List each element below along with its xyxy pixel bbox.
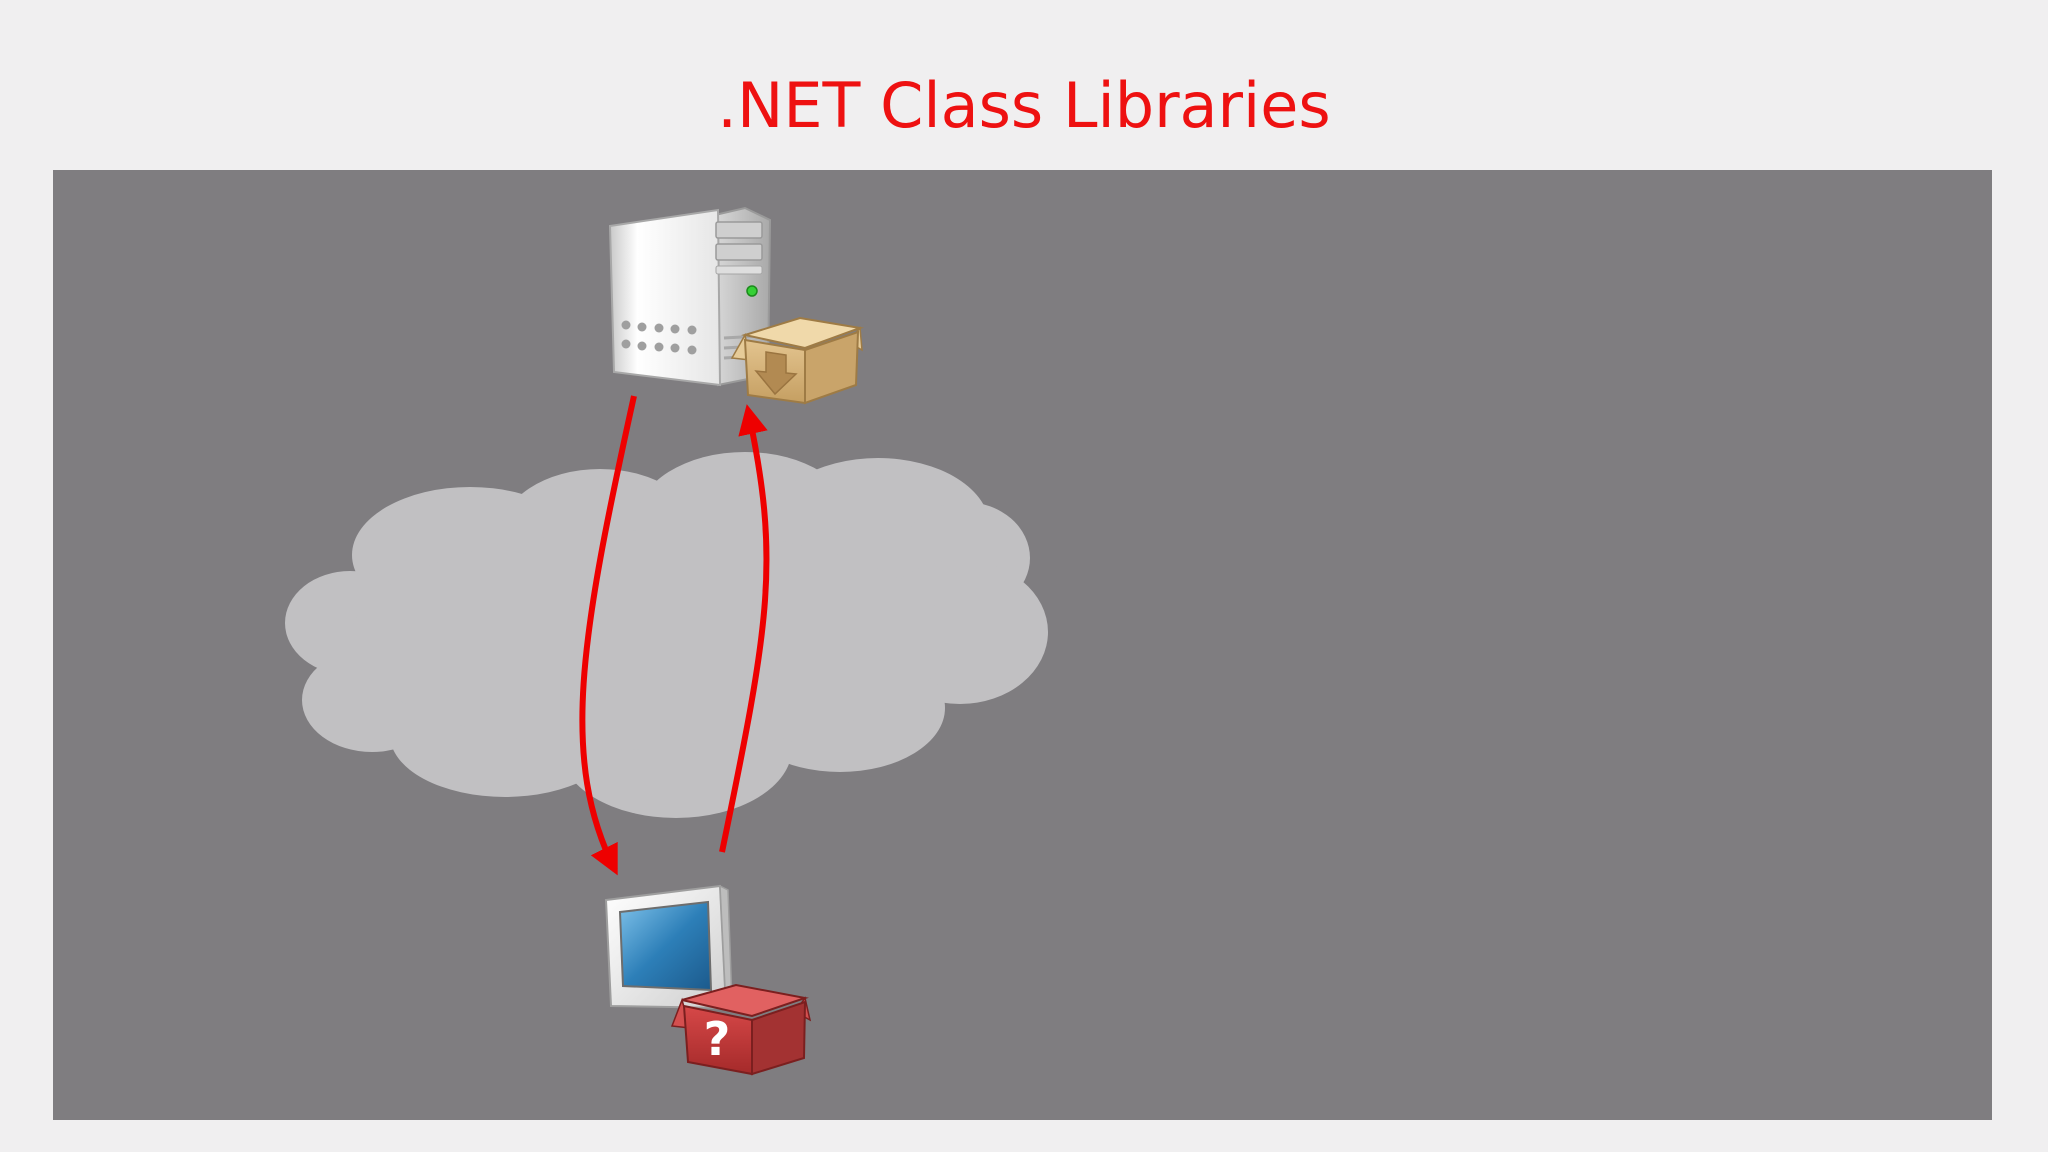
monitor-icon	[604, 884, 733, 1010]
slide-title: .NET Class Libraries	[717, 69, 1331, 142]
package-download-icon	[730, 316, 864, 405]
server-with-package-icon	[608, 206, 864, 405]
arrow-client-to-server	[719, 404, 770, 853]
computer-with-missing-package-icon: ?	[604, 884, 812, 1076]
arrow-server-to-client	[579, 395, 637, 876]
missing-badge-text: ?	[704, 1012, 731, 1066]
arrows	[579, 395, 770, 876]
package-missing-icon: ?	[670, 983, 812, 1076]
cloud-icon	[285, 452, 1048, 818]
